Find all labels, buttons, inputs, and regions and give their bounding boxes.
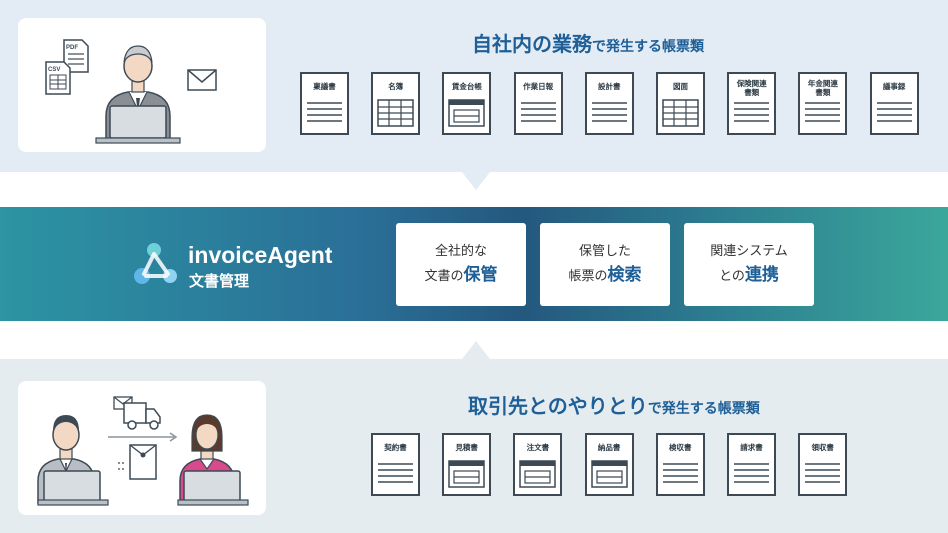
- document-label: 領収書: [811, 443, 834, 452]
- external-illustration: [18, 381, 266, 515]
- feature-line1: 関連システム: [710, 243, 788, 259]
- document-tile: 納品書: [584, 433, 634, 496]
- csv-file-icon: CSV: [45, 61, 71, 95]
- external-heading-main: 取引先とのやりとり: [468, 394, 648, 418]
- document-tile: 契約書: [371, 433, 420, 496]
- document-label: 見積書: [455, 443, 478, 452]
- invoiceagent-logo-icon: [134, 243, 177, 284]
- document-tile: 議事録: [869, 72, 919, 135]
- document-label: 納品書: [597, 443, 621, 452]
- feature-line2-prefix: との: [719, 268, 745, 284]
- document-label: 年金関連書類: [807, 79, 838, 97]
- svg-text:PDF: PDF: [66, 45, 78, 51]
- feature-emphasis: 連携: [744, 264, 779, 285]
- document-label: 保険関連書類: [736, 79, 767, 97]
- external-heading-suffix: で発生する帳票類: [647, 401, 760, 417]
- transfer-arrow-icon: [108, 432, 178, 442]
- document-label: 賃金台帳: [451, 82, 482, 91]
- document-label: 設計書: [598, 82, 621, 91]
- document-label: 契約書: [384, 443, 407, 452]
- document-tile: 請求書: [727, 433, 776, 496]
- office-worker-illustration: PDF CSV: [45, 39, 217, 144]
- document-tile: 領収書: [798, 433, 848, 496]
- feature-card-integration: 関連システム との連携: [684, 223, 814, 306]
- business-exchange-illustration: [37, 396, 249, 506]
- feature-card-search: 保管した 帳票の検索: [540, 223, 670, 306]
- delivery-truck-icon: [113, 396, 161, 430]
- feature-line2: との連携: [719, 263, 779, 289]
- document-label: 作業日報: [523, 82, 554, 91]
- document-label: 議事録: [882, 82, 906, 91]
- feature-line2-prefix: 文書の: [424, 268, 464, 284]
- feature-card-storage: 全社的な 文書の保管: [396, 223, 526, 306]
- feature-line2: 文書の保管: [424, 263, 497, 289]
- product-subtitle: 文書管理: [189, 272, 250, 290]
- document-tile: 見積書: [442, 433, 492, 496]
- worker-figure: [95, 45, 181, 144]
- svg-text:CSV: CSV: [48, 67, 60, 73]
- document-label: 検収書: [669, 443, 692, 452]
- document-tile: 図面: [656, 72, 705, 135]
- internal-heading-suffix: で発生する帳票類: [592, 39, 704, 55]
- document-tile: 稟議書: [300, 72, 349, 135]
- document-tile: 賃金台帳: [442, 72, 492, 135]
- document-label: 請求書: [740, 443, 763, 452]
- feature-line1: 全社的な: [434, 243, 487, 259]
- feature-emphasis: 検索: [607, 264, 642, 285]
- client-man-figure: [37, 415, 109, 506]
- document-label: 図面: [673, 82, 688, 91]
- sealed-envelope-icon: [118, 444, 157, 480]
- product-name: invoiceAgent: [188, 242, 333, 268]
- feature-line2-prefix: 帳票の: [568, 268, 608, 284]
- internal-docs-heading: 自社内の業務で発生する帳票類: [472, 28, 704, 57]
- document-tile: 保険関連書類: [727, 72, 777, 135]
- flow-arrow-up: [462, 341, 490, 359]
- feature-emphasis: 保管: [463, 264, 498, 285]
- feature-line1: 保管した: [578, 243, 631, 259]
- document-label: 注文書: [526, 443, 550, 452]
- document-tile: 注文書: [513, 433, 563, 496]
- feature-line2: 帳票の検索: [568, 263, 641, 289]
- document-tile: 年金関連書類: [798, 72, 848, 135]
- document-tile: 作業日報: [513, 72, 563, 135]
- staff-woman-figure: [177, 414, 249, 506]
- external-docs-heading: 取引先とのやりとりで発生する帳票類: [468, 390, 760, 419]
- flow-arrow-down: [462, 172, 490, 190]
- mail-icon: [187, 69, 217, 91]
- internal-heading-main: 自社内の業務: [472, 32, 592, 56]
- document-label: 名簿: [388, 82, 404, 91]
- document-tile: 検収書: [655, 433, 705, 496]
- document-label: 稟議書: [313, 82, 336, 91]
- internal-illustration: PDF CSV: [18, 18, 266, 152]
- document-tile: 設計書: [584, 72, 634, 135]
- document-tile: 名簿: [371, 72, 421, 135]
